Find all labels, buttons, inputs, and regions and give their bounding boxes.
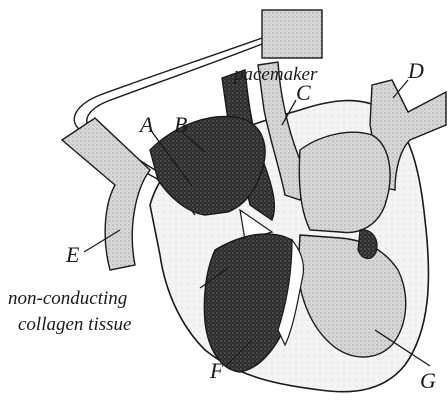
label-D: D — [407, 58, 424, 83]
label-F: F — [209, 358, 224, 383]
label-G: G — [420, 368, 436, 393]
label-E: E — [65, 242, 80, 267]
label-B: B — [174, 112, 187, 137]
label-collagen-line2: collagen tissue — [18, 314, 131, 335]
label-A: A — [138, 112, 154, 137]
right-atrium-light — [299, 132, 390, 232]
label-collagen-line1: non-conducting — [8, 288, 127, 309]
label-C: C — [296, 80, 311, 105]
pacemaker-box — [262, 10, 322, 58]
